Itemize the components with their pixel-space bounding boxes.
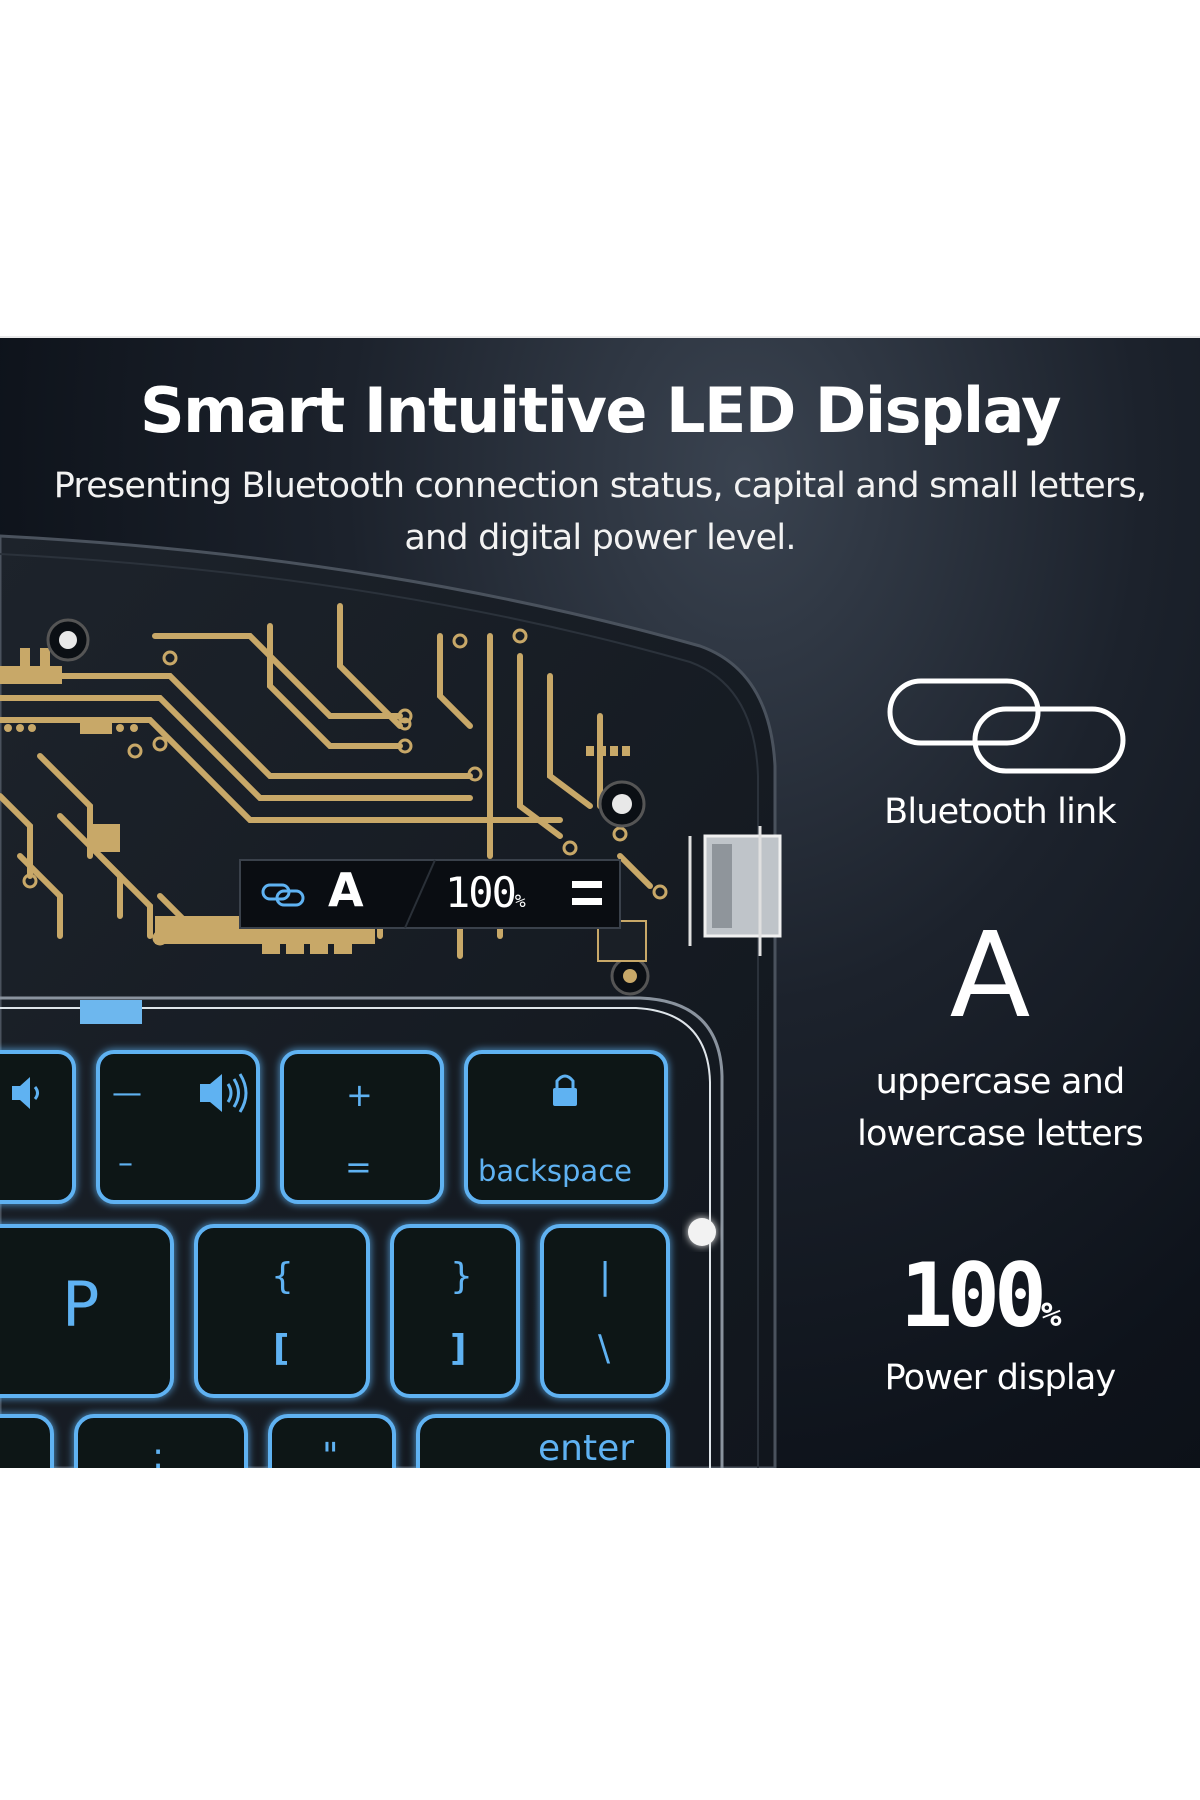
feature-banner: Smart Intuitive LED Display Presenting B… xyxy=(0,336,1200,1468)
battery-bars-icon xyxy=(572,881,602,905)
volume-up-icon xyxy=(200,1074,222,1112)
key-enter xyxy=(416,1414,670,1468)
feature-power-icon: 100% xyxy=(900,1244,1160,1347)
feature-letters-label-1: uppercase and xyxy=(875,1062,1126,1102)
key-equals-label: = xyxy=(345,1148,372,1186)
key-backslash-label: \ xyxy=(598,1328,611,1369)
page-subtitle: Presenting Bluetooth connection status, … xyxy=(53,466,1147,558)
key-plus-label: + xyxy=(346,1076,373,1114)
feature-power-value: 100 xyxy=(900,1244,1047,1347)
key-enter-label: enter xyxy=(538,1428,635,1468)
key-bracket-open-label: [ xyxy=(273,1328,290,1369)
key-backspace xyxy=(464,1050,668,1204)
led-level-value: 100 xyxy=(445,868,517,917)
key-brace-open-label: { xyxy=(271,1256,294,1297)
key-p xyxy=(0,1224,174,1398)
feature-bluetooth-label: Bluetooth link xyxy=(884,792,1117,832)
key-quote xyxy=(268,1414,396,1468)
key-backspace-label: backspace xyxy=(478,1154,632,1188)
key-backslash xyxy=(540,1224,670,1398)
lock-icon xyxy=(553,1088,577,1106)
feature-letters-label-2: lowercase letters xyxy=(857,1114,1144,1154)
key-brace-close-label: } xyxy=(450,1256,473,1297)
chain-link-icon xyxy=(887,678,1126,774)
keyboard-illustration xyxy=(0,534,1126,1468)
led-level: 100% xyxy=(445,868,526,917)
key-bracket-close-label: ] xyxy=(450,1328,467,1369)
key-minus-bottom-label: – xyxy=(118,1146,133,1181)
key-brace-open xyxy=(194,1224,370,1398)
key-row3-a xyxy=(0,1414,54,1468)
led-letter: A xyxy=(328,863,364,917)
feature-letter-icon: A xyxy=(949,906,1031,1044)
led-display-panel xyxy=(239,859,621,929)
feature-power-label: Power display xyxy=(884,1358,1117,1398)
led-level-unit: % xyxy=(514,891,526,912)
feature-power-unit: % xyxy=(1040,1295,1062,1335)
key-p-label: P xyxy=(62,1268,100,1341)
key-minus-top-label: — xyxy=(112,1076,142,1111)
key-equals xyxy=(280,1050,444,1204)
key-quote-label: " xyxy=(322,1436,339,1468)
volume-down-icon xyxy=(12,1077,30,1109)
page-title: Smart Intuitive LED Display xyxy=(139,374,1062,447)
key-brace-close xyxy=(390,1224,520,1398)
key-colon-label: : xyxy=(152,1436,165,1468)
key-volume-down xyxy=(0,1050,76,1204)
link-icon xyxy=(261,883,305,907)
key-pipe-label: | xyxy=(599,1256,612,1297)
key-colon xyxy=(74,1414,248,1468)
